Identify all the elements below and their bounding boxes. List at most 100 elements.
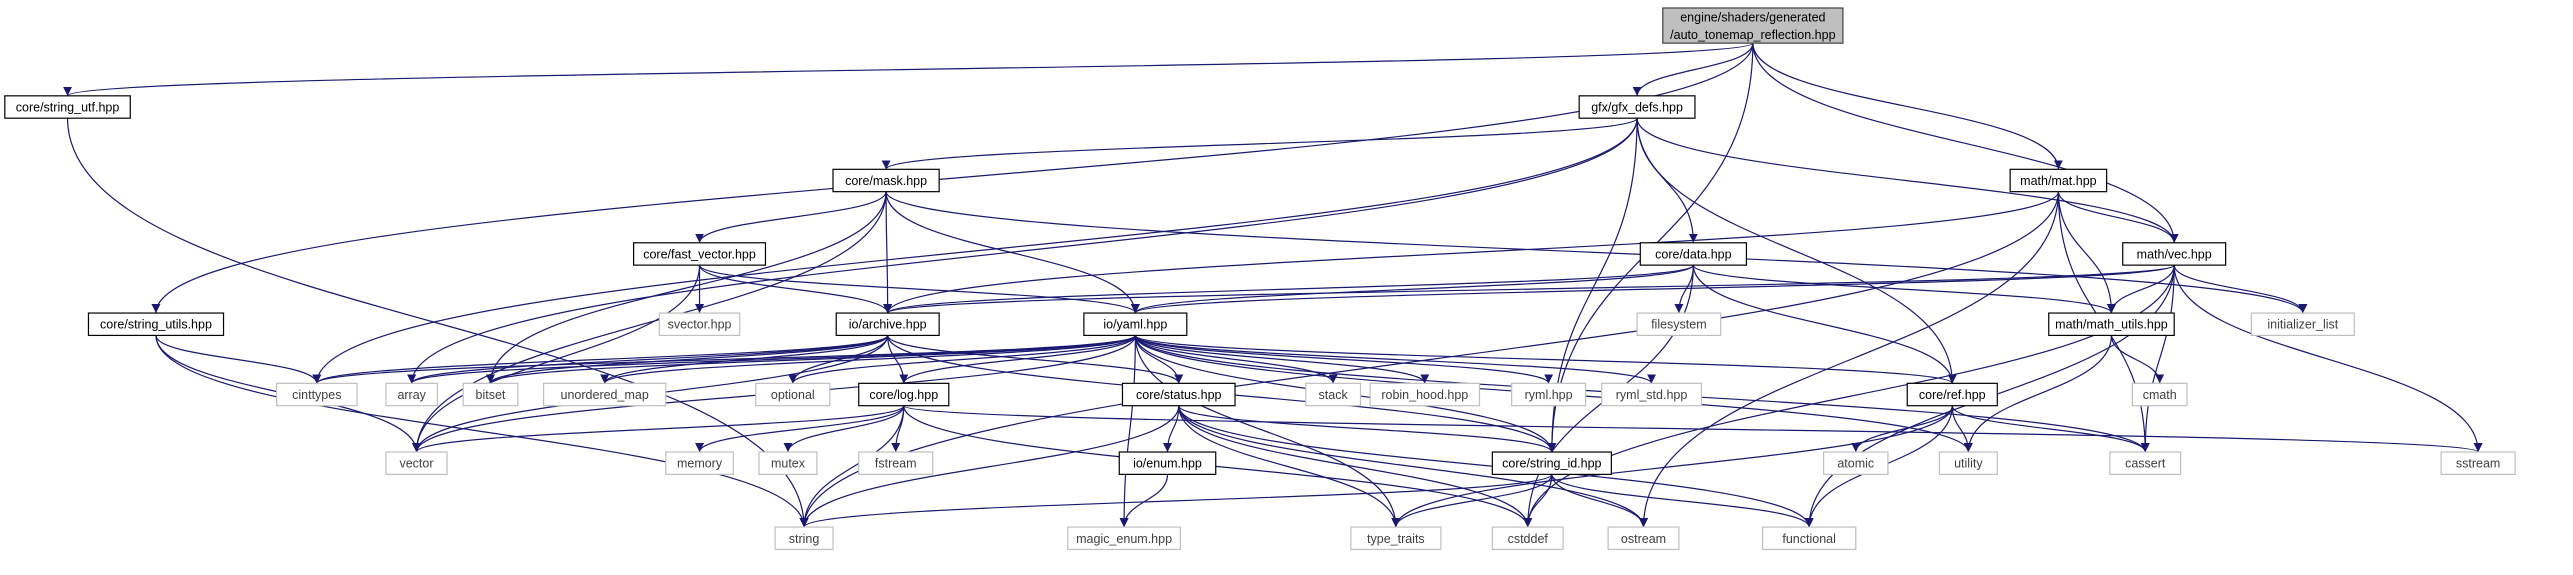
node-box-svector bbox=[658, 312, 741, 337]
node-string_id[interactable]: core/string_id.hpp bbox=[1491, 451, 1612, 475]
edges-layer bbox=[63, 42, 2483, 528]
edge-archive-to-log bbox=[887, 335, 909, 384]
edge-status-to-type_traits bbox=[1178, 405, 1401, 528]
node-box-initializer_list bbox=[2250, 312, 2355, 337]
node-unordered_map: unordered_map bbox=[542, 382, 667, 407]
node-sstream: sstream bbox=[2440, 451, 2516, 475]
edge-log-to-sstream bbox=[903, 405, 2482, 453]
node-label-sstream: sstream bbox=[2456, 457, 2500, 471]
edge-data-to-math_utils bbox=[1692, 264, 2116, 314]
node-label-atomic: atomic bbox=[1837, 457, 1874, 471]
node-box-yaml bbox=[1083, 312, 1188, 337]
node-cassert: cassert bbox=[2109, 451, 2182, 475]
edge-ref-to-utility bbox=[1951, 405, 1973, 453]
node-label-enum: io/enum.hpp bbox=[1133, 457, 1202, 471]
edge-root-to-string_utf bbox=[63, 42, 1754, 97]
edge-mask-to-fast_vector bbox=[695, 191, 887, 243]
node-box-cmath bbox=[2131, 382, 2188, 407]
edge-fast_vector-to-archive bbox=[698, 264, 893, 314]
edge-root-to-gfx_defs bbox=[1632, 43, 1754, 96]
edge-vec-to-initializer_list bbox=[2173, 264, 2308, 314]
node-yaml[interactable]: io/yaml.hpp bbox=[1083, 312, 1188, 337]
node-string_utf[interactable]: core/string_utf.hpp bbox=[4, 95, 131, 119]
edge-mat-to-math_utils bbox=[2057, 191, 2116, 314]
node-status[interactable]: core/status.hpp bbox=[1121, 382, 1236, 407]
node-box-fstream bbox=[858, 451, 934, 475]
node-label-ostream: ostream bbox=[1621, 532, 1666, 546]
edge-gfx_defs-to-cinttypes bbox=[312, 118, 1638, 384]
edge-status-to-enum bbox=[1163, 405, 1180, 453]
node-box-math_utils bbox=[2048, 312, 2175, 337]
edge-ref-to-atomic bbox=[1851, 405, 1953, 453]
node-string_utils[interactable]: core/string_utils.hpp bbox=[87, 312, 225, 337]
node-root[interactable]: engine/shaders/generated/auto_tonemap_re… bbox=[1662, 7, 1844, 44]
node-mat[interactable]: math/mat.hpp bbox=[2009, 168, 2108, 193]
node-box-ref bbox=[1906, 382, 1998, 407]
edge-archive-to-cinttypes bbox=[312, 334, 889, 384]
node-box-string_utf bbox=[4, 95, 131, 119]
edge-yaml-to-status bbox=[1134, 335, 1184, 384]
node-label-utility: utility bbox=[1954, 457, 1983, 471]
node-gfx_defs[interactable]: gfx/gfx_defs.hpp bbox=[1578, 95, 1696, 119]
edge-vec-to-math_utils bbox=[2106, 265, 2175, 314]
node-box-cinttypes bbox=[275, 382, 358, 407]
node-box-unordered_map bbox=[542, 382, 667, 407]
edge-gfx_defs-to-vec bbox=[1636, 118, 2179, 243]
edge-ref-to-type_traits bbox=[1391, 405, 1953, 528]
node-label-yaml: io/yaml.hpp bbox=[1103, 318, 1167, 332]
edge-mat-to-string bbox=[799, 191, 2059, 528]
edge-enum-to-magic_enum bbox=[1119, 474, 1169, 528]
node-label-magic_enum: magic_enum.hpp bbox=[1076, 532, 1172, 546]
node-box-cassert bbox=[2109, 451, 2182, 475]
edge-mat-to-vec bbox=[2057, 191, 2179, 243]
edge-gfx_defs-to-array bbox=[407, 118, 1638, 384]
edge-string_utf-to-string bbox=[66, 118, 809, 528]
edge-log-to-memory bbox=[695, 405, 905, 453]
node-label-cinttypes: cinttypes bbox=[292, 388, 341, 402]
node-box-enum bbox=[1118, 451, 1217, 475]
node-label-cstddef: cstddef bbox=[1508, 532, 1549, 546]
node-box-mutex bbox=[758, 451, 818, 475]
node-box-sstream bbox=[2440, 451, 2516, 475]
node-label-svector: svector.hpp bbox=[668, 318, 732, 332]
edge-string_id-to-type_traits bbox=[1391, 474, 1553, 528]
edge-vec-to-archive bbox=[883, 264, 2175, 314]
node-label-math_utils: math/math_utils.hpp bbox=[2055, 318, 2168, 332]
node-label-bitset: bitset bbox=[476, 388, 506, 402]
node-box-stack bbox=[1305, 382, 1362, 407]
node-box-mask bbox=[832, 168, 940, 193]
node-math_utils[interactable]: math/math_utils.hpp bbox=[2048, 312, 2175, 337]
node-label-memory: memory bbox=[677, 457, 723, 471]
node-mask[interactable]: core/mask.hpp bbox=[832, 168, 940, 193]
edge-data-to-yaml bbox=[1131, 264, 1694, 314]
edge-root-to-string_utils bbox=[151, 43, 1754, 314]
node-enum[interactable]: io/enum.hpp bbox=[1118, 451, 1217, 475]
edge-math_utils-to-cmath bbox=[2110, 335, 2165, 384]
node-box-status bbox=[1121, 382, 1236, 407]
node-ryml_std: ryml_std.hpp bbox=[1601, 382, 1702, 407]
edge-yaml-to-bitset bbox=[486, 334, 1136, 384]
edge-root-to-vec bbox=[1752, 43, 2179, 243]
node-box-root bbox=[1662, 7, 1844, 44]
node-robin_hood: robin_hood.hpp bbox=[1369, 382, 1481, 407]
node-box-ostream bbox=[1607, 526, 1680, 551]
node-box-atomic bbox=[1823, 451, 1889, 475]
edge-mask-to-yaml bbox=[885, 191, 1140, 314]
node-label-data: core/data.hpp bbox=[1655, 247, 1731, 261]
node-box-optional bbox=[755, 382, 831, 407]
node-data[interactable]: core/data.hpp bbox=[1639, 242, 1748, 266]
node-ref[interactable]: core/ref.hpp bbox=[1906, 382, 1998, 407]
edge-log-to-mutex bbox=[783, 405, 905, 453]
node-log[interactable]: core/log.hpp bbox=[858, 382, 950, 407]
edge-status-to-ostream bbox=[1178, 405, 1648, 528]
node-box-data bbox=[1639, 242, 1748, 266]
node-label-string: string bbox=[789, 532, 820, 546]
edge-root-to-mat bbox=[1752, 43, 2063, 170]
node-label-root: engine/shaders/generated bbox=[1680, 10, 1825, 24]
node-label-gfx_defs: gfx/gfx_defs.hpp bbox=[1591, 101, 1683, 115]
node-box-mat bbox=[2009, 168, 2108, 193]
node-archive[interactable]: io/archive.hpp bbox=[835, 312, 940, 337]
node-fast_vector[interactable]: core/fast_vector.hpp bbox=[633, 242, 767, 266]
node-label-ryml: ryml.hpp bbox=[1525, 388, 1573, 402]
node-vec[interactable]: math/vec.hpp bbox=[2122, 242, 2227, 266]
